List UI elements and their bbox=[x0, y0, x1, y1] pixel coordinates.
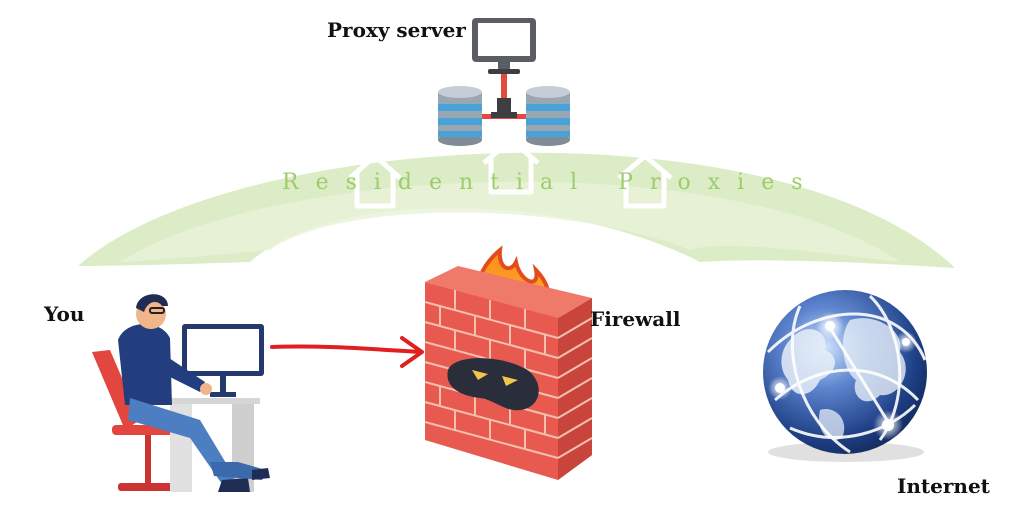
residential-proxies-label: Residential Proxies bbox=[282, 170, 820, 195]
database-icon bbox=[526, 86, 570, 146]
red-arrow-icon bbox=[270, 336, 424, 368]
house-outline-icon bbox=[348, 153, 402, 209]
you-label: You bbox=[44, 302, 85, 326]
firewall-label: Firewall bbox=[590, 307, 681, 331]
globe-network-icon bbox=[763, 290, 927, 462]
residential-arc bbox=[78, 152, 955, 268]
database-icon bbox=[438, 86, 482, 146]
house-outline-icon bbox=[617, 153, 673, 209]
burning-brick-wall-icon bbox=[424, 245, 593, 480]
proxy-server-label: Proxy server bbox=[327, 18, 466, 42]
internet-label: Internet bbox=[897, 474, 990, 498]
server-monitor-icon bbox=[472, 18, 536, 119]
person-at-computer-icon bbox=[92, 294, 270, 492]
house-outline-icon bbox=[482, 137, 540, 195]
